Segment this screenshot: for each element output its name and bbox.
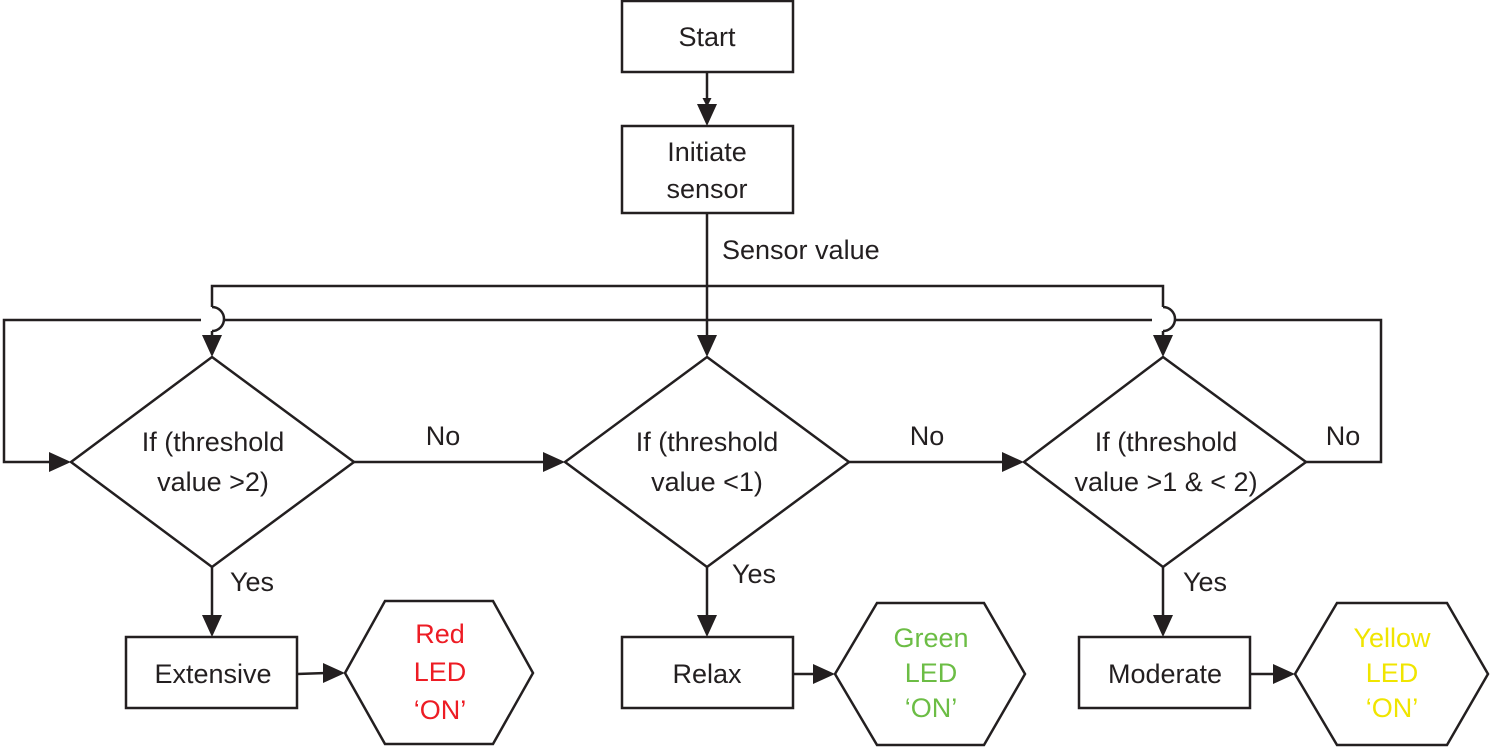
decision-threshold-mid-line-1: If (threshold [1095,427,1238,457]
edge-loop-back [2,318,1383,464]
node-initiate-sensor: Initiate sensor [620,124,795,215]
edge-to-decision-mid-arrowhead [1153,335,1173,357]
node-moderate: Moderate [1077,635,1252,710]
edge-hop-left [211,305,226,333]
node-red-led-line-1: Red [415,619,465,649]
decision-threshold-mid: If (threshold value >1 & < 2) [1021,355,1309,569]
decision-threshold-low-line-1: If (threshold [636,427,779,457]
decision-threshold-mid-line-2: value >1 & < 2) [1074,467,1257,497]
node-red-led: Red LED ‘ON’ [343,599,535,746]
edge-initiate-to-decision-low-arrowhead [697,335,717,357]
node-relax: Relax [620,635,795,710]
edge-hop-right [1162,305,1177,333]
decision-threshold-high-line-1: If (threshold [142,427,285,457]
edge-labels: Sensor value No No No Yes Yes Yes [230,235,1360,597]
edge-moderate-to-yellow-led-arrowhead [1273,664,1295,684]
edge-high-to-low-arrowhead [543,452,565,472]
edge-extensive-to-red-led [296,671,327,676]
edge-sensor-distribution [210,284,1165,307]
edge-loop-back-arrowhead [49,452,71,472]
node-yellow-led-line-1: Yellow [1353,623,1431,653]
edge-low-to-relax-arrowhead [697,615,717,637]
node-red-led-line-2: LED [414,657,467,687]
label-no-low: No [910,421,945,451]
node-initiate-sensor-line-2: sensor [666,174,747,204]
label-no-high: No [426,421,461,451]
decision-threshold-low-line-2: value <1) [651,467,763,497]
node-green-led-line-3: ‘ON’ [905,693,958,723]
edge-relax-to-green-led-arrowhead [813,664,835,684]
decision-threshold-high-line-2: value >2) [157,467,269,497]
label-yes-low: Yes [732,559,776,589]
edge-mid-to-moderate-arrowhead [1153,615,1173,637]
edge-extensive-to-red-led-arrowhead [323,663,345,683]
decision-threshold-low: If (threshold value <1) [562,355,852,569]
label-yes-mid: Yes [1183,567,1227,597]
node-yellow-led-line-2: LED [1366,658,1419,688]
node-green-led-line-1: Green [893,623,968,653]
node-moderate-label: Moderate [1108,659,1222,689]
edge-low-to-mid-arrowhead [1002,452,1024,472]
node-relax-label: Relax [672,659,742,689]
node-yellow-led: Yellow LED ‘ON’ [1293,601,1490,747]
node-initiate-sensor-line-1: Initiate [667,137,747,167]
label-no-mid: No [1326,421,1361,451]
node-extensive: Extensive [124,635,299,710]
node-green-led-line-2: LED [905,658,958,688]
label-yes-high: Yes [230,567,274,597]
node-red-led-line-3: ‘ON’ [414,695,467,725]
node-start-label: Start [678,22,736,52]
edge-to-decision-high-arrowhead [202,335,222,357]
edge-high-to-extensive-arrowhead [202,615,222,637]
node-start: Start [620,0,795,74]
node-yellow-led-line-3: ‘ON’ [1366,693,1419,723]
node-green-led: Green LED ‘ON’ [833,601,1027,747]
decision-threshold-high: If (threshold value >2) [68,355,357,569]
node-extensive-label: Extensive [154,659,271,689]
edge-start-to-initiate-arrowhead [697,104,717,126]
label-sensor-value: Sensor value [722,235,880,265]
connectors [2,72,1383,684]
